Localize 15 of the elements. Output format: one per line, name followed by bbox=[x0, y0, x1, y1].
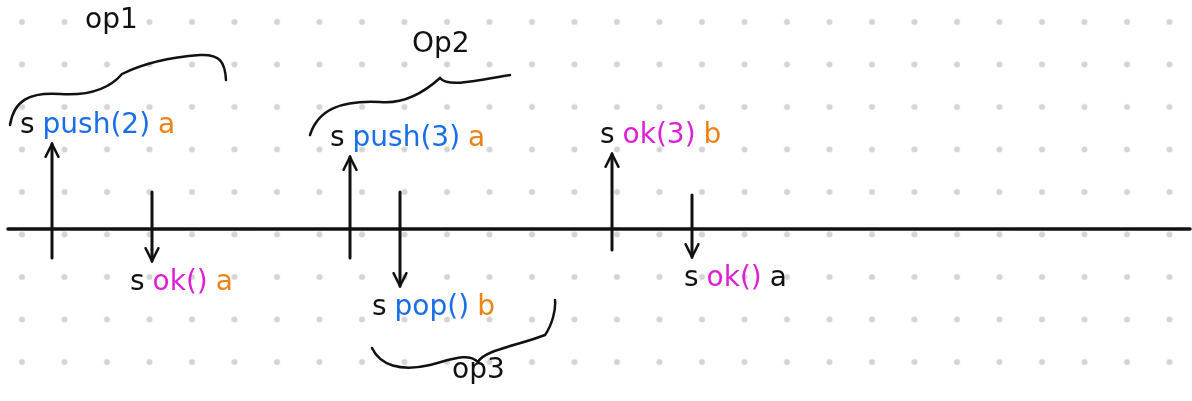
arrow bbox=[342, 155, 358, 260]
arrow bbox=[684, 193, 700, 259]
event-label: s ok(3) b bbox=[600, 115, 722, 153]
event-label: s push(3) a bbox=[330, 118, 486, 156]
operation-label: Op2 bbox=[412, 26, 470, 60]
arrow bbox=[44, 142, 60, 260]
arrow bbox=[392, 190, 408, 288]
operation-label: op3 bbox=[452, 352, 505, 386]
arrow bbox=[144, 190, 160, 263]
event-label: s pop() b bbox=[372, 287, 495, 325]
event-label: s push(2) a bbox=[20, 105, 176, 143]
operation-label: op1 bbox=[85, 2, 138, 36]
event-label: s ok() a bbox=[130, 262, 233, 300]
arrow bbox=[604, 152, 620, 252]
event-label: s ok() a bbox=[684, 258, 787, 296]
